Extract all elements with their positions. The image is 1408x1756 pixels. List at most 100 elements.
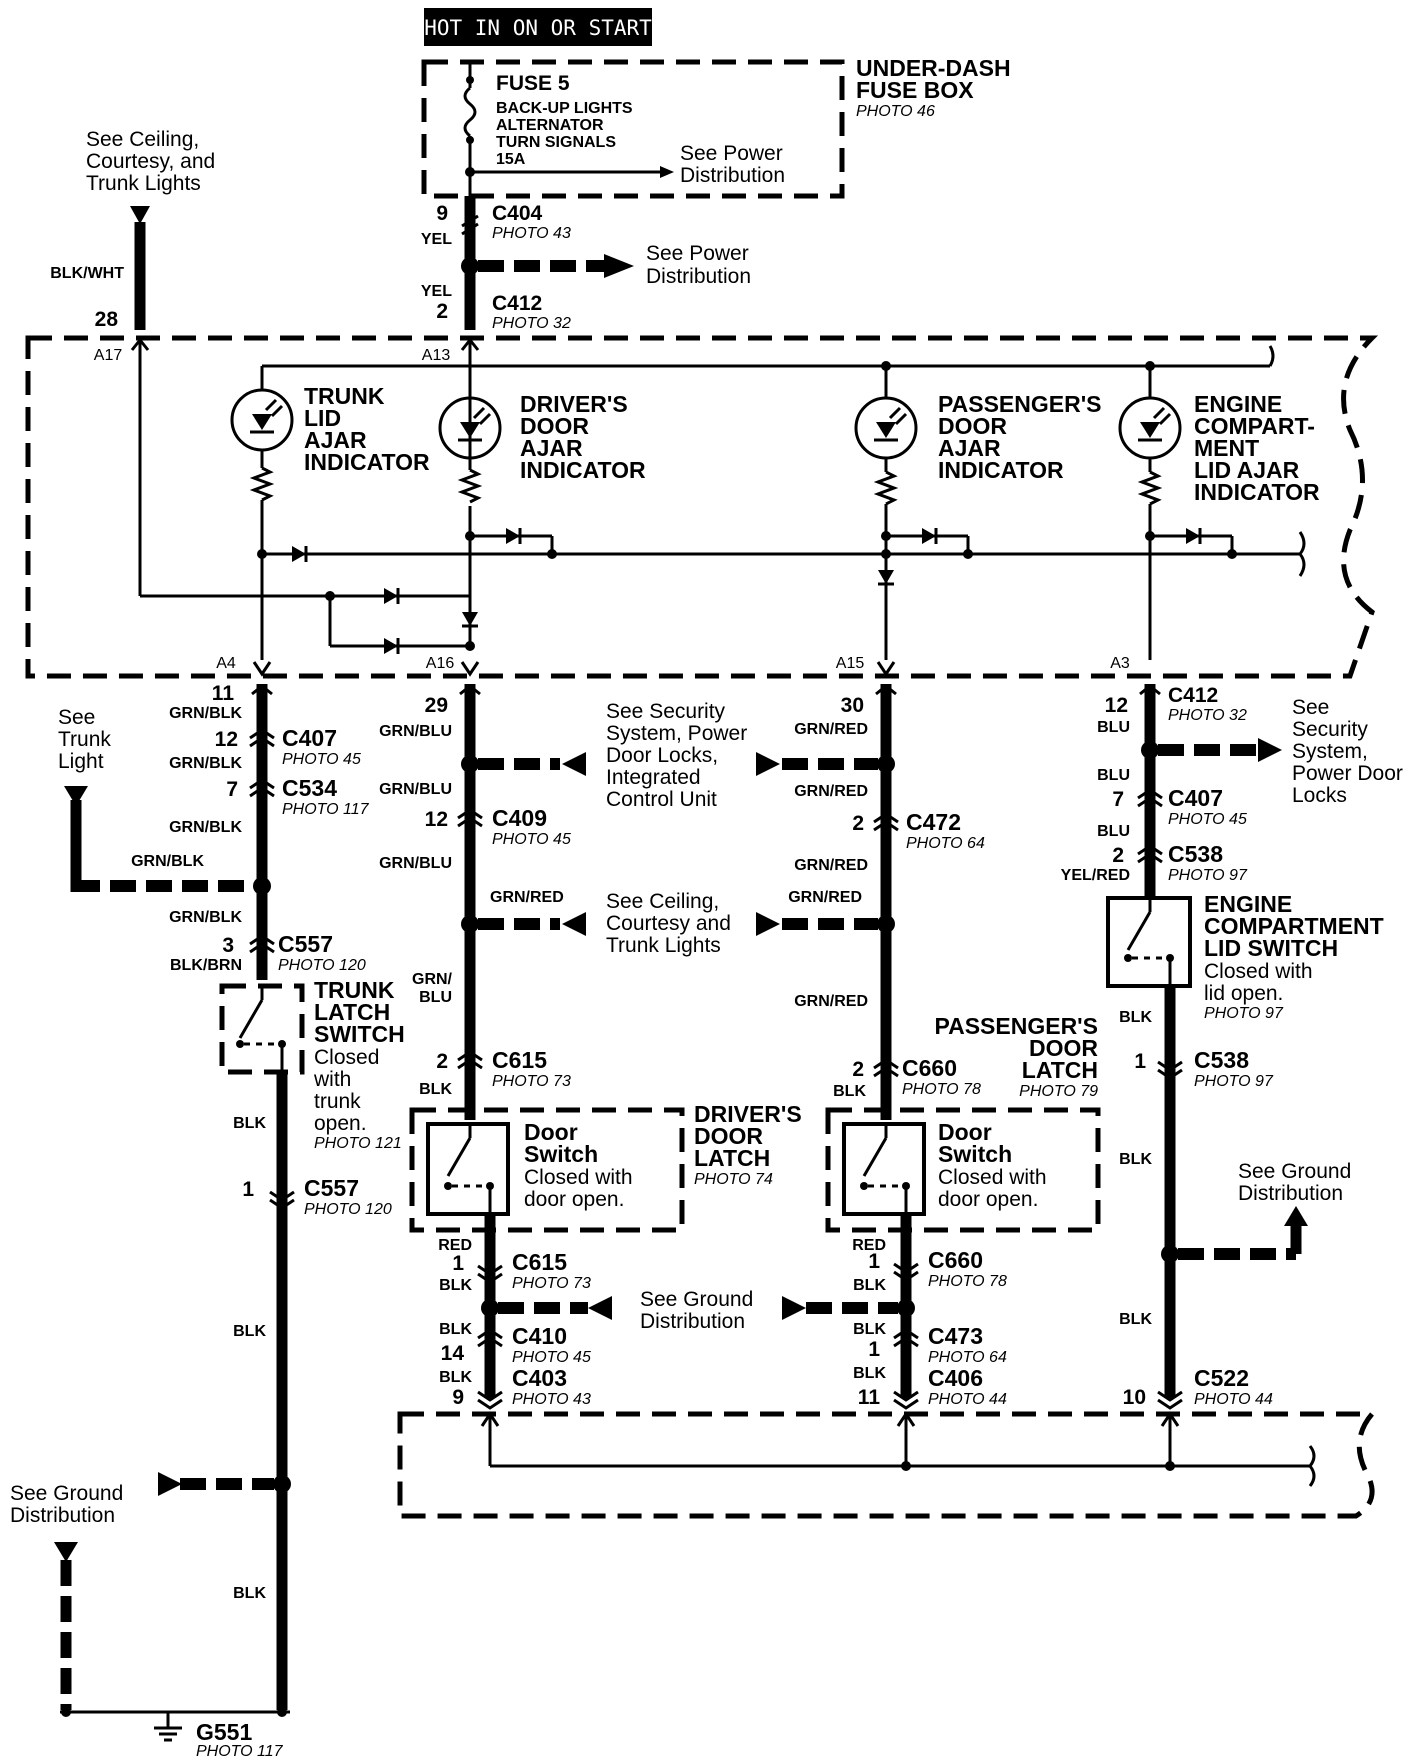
pin-number: 14: [441, 1342, 465, 1365]
ref-arrow-icon: [54, 1542, 78, 1562]
wire-color: BLU: [1097, 767, 1130, 784]
latch-label: DRIVER'S: [694, 1101, 802, 1127]
pin-number: 29: [425, 694, 448, 717]
cluster-pin: A17: [94, 347, 123, 364]
switch-note: lid open.: [1204, 982, 1283, 1005]
cluster-pin: A3: [1110, 655, 1130, 672]
wire-color: RED: [438, 1237, 472, 1254]
fuse-rating: 15A: [496, 151, 526, 168]
see-security-ref: See Security: [606, 700, 726, 723]
wire-color: BLK: [439, 1369, 472, 1386]
wire-color: GRN/BLK: [169, 755, 242, 772]
arrow-icon: [756, 912, 780, 936]
see-security-ref: System, Power: [606, 722, 747, 745]
switch-note: door open.: [524, 1188, 624, 1211]
photo-ref: PHOTO 45: [492, 831, 571, 848]
switch-label: TRUNK: [314, 977, 395, 1003]
door-switch-icon: [860, 1124, 910, 1214]
cluster-pin: A16: [426, 655, 455, 672]
wire-color: BLK: [419, 1081, 452, 1098]
ref-arrow-icon: [130, 206, 150, 224]
splice: [253, 877, 271, 895]
splice: [461, 257, 479, 275]
indicator-label: INDICATOR: [520, 457, 646, 483]
fuse-icon: [463, 86, 477, 138]
switch-note: Closed with: [938, 1166, 1047, 1189]
pin-number: 1: [868, 1338, 880, 1361]
pin-number: 9: [452, 1386, 464, 1409]
connector-c410: C410: [512, 1323, 567, 1349]
indicator-label: INDICATOR: [1194, 479, 1320, 505]
indicator-label: LID AJAR: [1194, 457, 1300, 483]
switch-label: LID SWITCH: [1204, 935, 1338, 961]
photo-ref: PHOTO 97: [1168, 867, 1248, 884]
connector-c615: C615: [492, 1047, 547, 1073]
wire-color: BLU: [419, 989, 452, 1006]
wire-color: BLK/WHT: [50, 265, 124, 282]
connector-c660: C660: [902, 1055, 957, 1081]
switch-note: door open.: [938, 1188, 1038, 1211]
switch-label: Switch: [938, 1141, 1012, 1167]
passengers-door-switch: [842, 1122, 926, 1216]
cluster-pin: A15: [836, 655, 865, 672]
pin-number: 1: [1134, 1050, 1146, 1073]
see-ceiling-ref: Courtesy, and: [86, 150, 215, 173]
power-banner: [424, 8, 652, 46]
photo-ref: PHOTO 97: [1194, 1073, 1274, 1090]
indicator-label: COMPART-: [1194, 413, 1315, 439]
see-power-ref: Distribution: [680, 164, 785, 187]
wire-color: BLK: [233, 1585, 266, 1602]
diode-icon: [384, 588, 398, 604]
photo-ref: PHOTO 73: [492, 1073, 571, 1090]
splice: [877, 755, 895, 773]
connector-c407: C407: [1168, 785, 1223, 811]
photo-ref: PHOTO 78: [928, 1273, 1007, 1290]
wire-color: BLK: [833, 1083, 866, 1100]
photo-ref: PHOTO 73: [512, 1275, 591, 1292]
connector-c534: C534: [282, 775, 337, 801]
switch-label: Door: [938, 1119, 992, 1145]
diode-icon: [384, 638, 398, 654]
diode-icon: [922, 528, 936, 544]
wire-color: GRN/RED: [794, 993, 868, 1010]
photo-ref: PHOTO 45: [282, 751, 361, 768]
wire-color: BLK: [853, 1277, 886, 1294]
switch-note: Closed: [314, 1046, 379, 1069]
indicator-label: TRUNK: [304, 383, 385, 409]
pin-number: 9: [436, 202, 448, 225]
connector-c615: C615: [512, 1249, 567, 1275]
photo-ref: PHOTO 78: [902, 1081, 981, 1098]
photo-ref: PHOTO 44: [928, 1391, 1007, 1408]
ground-g551: G551: [196, 1719, 252, 1745]
switch-label: Door: [524, 1119, 578, 1145]
arrow-icon: [782, 1296, 806, 1320]
wire-color: BLK: [853, 1365, 886, 1382]
pin-number: 12: [1105, 694, 1128, 717]
see-security-ref: Security: [1292, 718, 1368, 741]
photo-ref: PHOTO 43: [512, 1391, 591, 1408]
switch-note: Closed with: [1204, 960, 1313, 983]
pin-number: 10: [1123, 1386, 1146, 1409]
switch-label: SWITCH: [314, 1021, 405, 1047]
see-trunk-light-ref: Light: [58, 750, 104, 773]
pin-number: 1: [452, 1252, 464, 1275]
indicator-label: AJAR: [520, 435, 583, 461]
arrow-icon: [562, 912, 586, 936]
wire-color: GRN/BLU: [379, 855, 452, 872]
connector-c522: C522: [1194, 1365, 1249, 1391]
cluster-pin: A13: [422, 347, 451, 364]
wire-color: YEL: [421, 231, 452, 248]
wire-color: BLK: [853, 1321, 886, 1338]
connector-c557: C557: [304, 1175, 359, 1201]
fuse-box-outline: [421, 59, 845, 199]
trunk-latch-switch-icon: [236, 986, 286, 1072]
connector-c406: C406: [928, 1365, 983, 1391]
connector-c403: C403: [512, 1365, 567, 1391]
wire-color: BLK/BRN: [170, 957, 242, 974]
pin-number: 2: [852, 812, 864, 835]
pin-number: 30: [841, 694, 864, 717]
see-security-ref: Power Door: [1292, 762, 1403, 785]
indicator-label: DRIVER'S: [520, 391, 628, 417]
switch-label: Switch: [524, 1141, 598, 1167]
photo-ref: PHOTO 32: [492, 315, 571, 332]
